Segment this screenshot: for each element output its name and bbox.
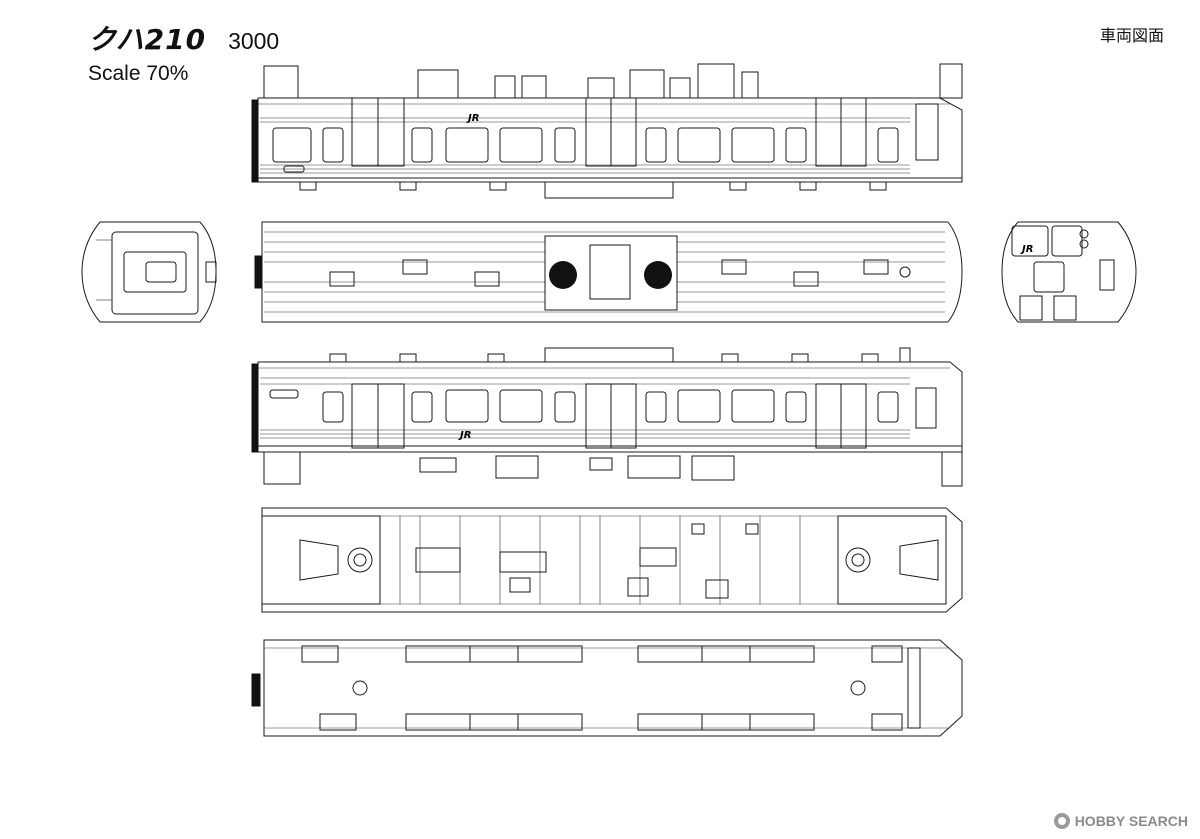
scale-label: Scale 70% <box>88 62 189 85</box>
watermark: HOBBY SEARCH <box>1053 813 1188 829</box>
jr-logo-b: JR <box>458 430 471 441</box>
underfloor-view <box>261 507 963 613</box>
hobby-search-logo-icon <box>1053 813 1070 829</box>
floor-plan-view <box>251 639 963 737</box>
model-name: クハ210 <box>88 23 207 56</box>
roof-view <box>254 221 963 323</box>
jr-logo-a: JR <box>466 113 479 124</box>
sheet-title: 車両図面 <box>1099 26 1164 45</box>
side-view-b: JR <box>251 347 963 487</box>
title-row: クハ210 3000 <box>88 18 279 58</box>
jr-logo-end: JR <box>1020 244 1033 255</box>
end-view-a <box>81 221 217 323</box>
side-view-a: JR <box>251 63 963 199</box>
watermark-text: HOBBY SEARCH <box>1074 813 1188 829</box>
series-number: 3000 <box>228 28 280 54</box>
end-view-b: JR <box>1001 221 1137 323</box>
title-block: クハ210 3000 Scale 70% <box>88 18 279 86</box>
